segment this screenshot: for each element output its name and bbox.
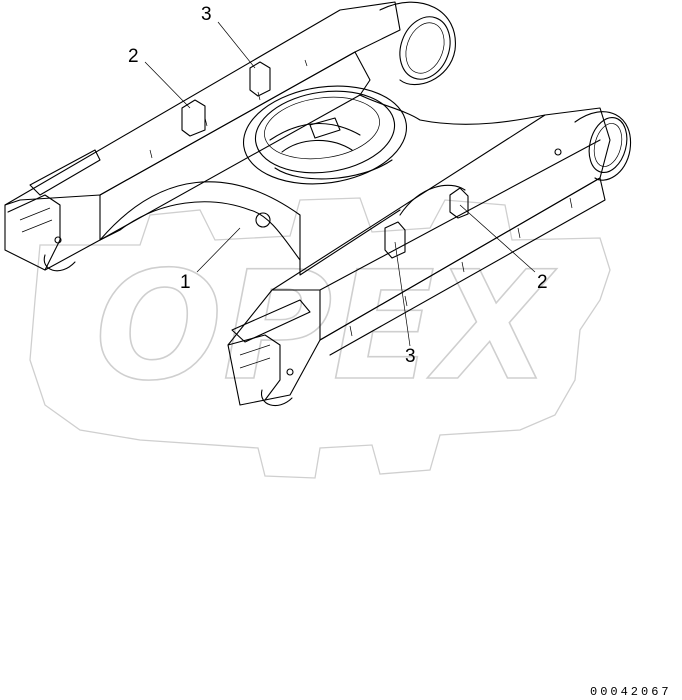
center-body	[99, 85, 546, 276]
right-side-frame	[227, 107, 632, 407]
watermark-logo: OPEX	[29, 197, 611, 479]
bracket-3-left	[249, 61, 271, 97]
bracket-2-left	[181, 99, 206, 137]
track-frame	[4, 1, 632, 407]
bracket-3-right	[449, 187, 469, 219]
callout-2-right: 2	[537, 272, 548, 293]
swing-circle-outer	[242, 85, 408, 185]
watermark-gear-outline	[29, 197, 611, 479]
watermark-text: OPEX	[95, 240, 557, 414]
swing-circle-inner	[254, 90, 396, 174]
callout-3-right: 3	[405, 346, 416, 367]
bracket-2-right	[384, 221, 406, 259]
callout-2-left: 2	[128, 46, 139, 67]
document-number: 00042067	[590, 685, 672, 699]
leader-lines	[144, 21, 536, 347]
callout-3-left: 3	[201, 4, 212, 25]
callout-1: 1	[180, 272, 191, 293]
